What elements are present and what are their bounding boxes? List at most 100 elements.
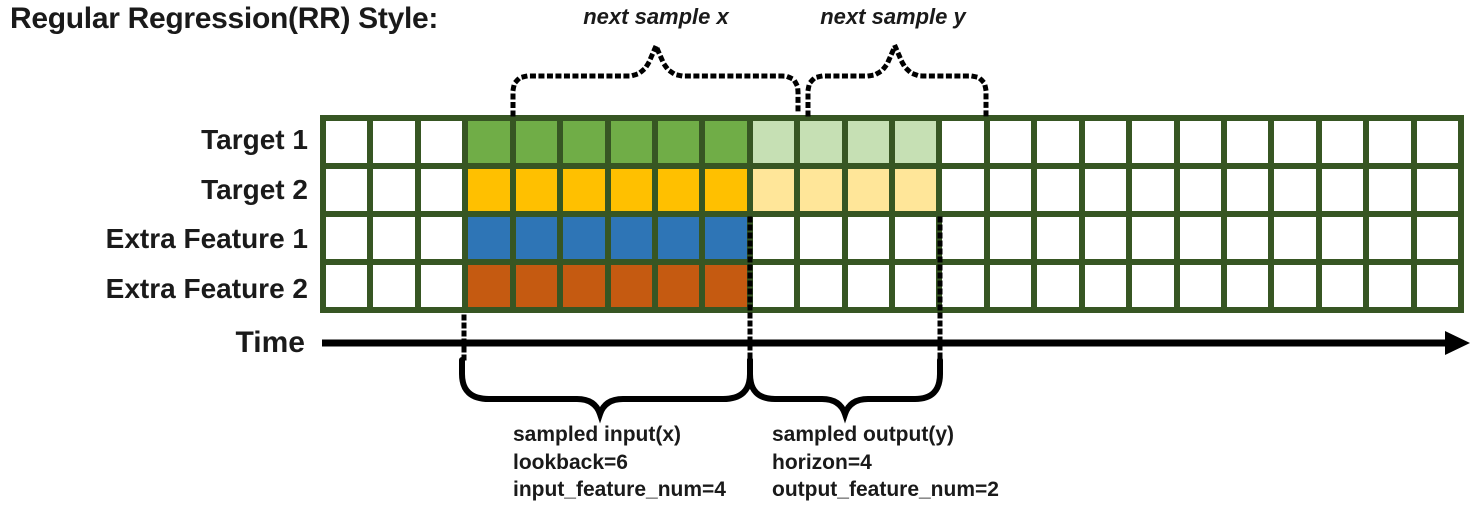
grid-cell <box>1132 121 1174 163</box>
grid-cell <box>563 217 605 259</box>
grid-cell <box>942 169 984 211</box>
grid-cell <box>373 217 415 259</box>
grid-cell <box>895 121 937 163</box>
grid-cell <box>373 265 415 307</box>
grid-cell <box>847 265 889 307</box>
grid-cell <box>847 169 889 211</box>
grid-cell <box>752 121 795 163</box>
grid-cell <box>1037 217 1079 259</box>
row-label-extra-feature-2: Extra Feature 2 <box>105 272 308 304</box>
grid-cell <box>1084 121 1127 163</box>
grid-cell <box>610 169 652 211</box>
grid-cell <box>610 217 652 259</box>
sampled-input-brace <box>459 357 753 424</box>
grid-cell <box>1037 265 1079 307</box>
grid-cell <box>942 265 984 307</box>
grid-cell <box>468 169 510 211</box>
grid-cell <box>752 169 795 211</box>
grid-cell <box>1037 121 1079 163</box>
row-label-target-2: Target 2 <box>201 173 308 205</box>
grid-cell <box>1416 121 1458 163</box>
grid-cell <box>373 121 415 163</box>
grid-cell <box>1369 169 1411 211</box>
grid-cell <box>468 121 510 163</box>
grid-cell <box>752 217 795 259</box>
grid-cell <box>563 169 605 211</box>
grid-cell <box>1321 169 1364 211</box>
grid-cell <box>515 169 558 211</box>
grid-cell <box>1179 217 1221 259</box>
grid-cell <box>1037 169 1079 211</box>
grid-cell <box>1132 169 1174 211</box>
grid-cell <box>326 265 368 307</box>
grid-cell <box>1226 169 1269 211</box>
grid-cell <box>657 265 700 307</box>
lookback-value: lookback=6 <box>513 450 628 474</box>
grid-cell <box>1416 217 1458 259</box>
grid-cell <box>705 217 747 259</box>
grid-cell <box>1274 169 1316 211</box>
grid-cell <box>1084 217 1127 259</box>
grid-cell <box>705 265 747 307</box>
grid-cell <box>1226 217 1269 259</box>
grid-cell <box>1321 121 1364 163</box>
grid-cell <box>657 217 700 259</box>
grid-cell <box>1179 121 1221 163</box>
grid-cell <box>326 169 368 211</box>
output-feature-num: output_feature_num=2 <box>772 478 999 501</box>
grid-cell <box>895 169 937 211</box>
grid-cell <box>563 265 605 307</box>
grid-cell <box>989 121 1032 163</box>
grid-cell <box>657 121 700 163</box>
grid-cell <box>468 217 510 259</box>
grid-cell <box>420 265 463 307</box>
grid-cell <box>1369 121 1411 163</box>
next-sample-y-label: next sample y <box>820 4 966 29</box>
grid-cell <box>1132 265 1174 307</box>
grid-cell <box>800 265 842 307</box>
grid-cell <box>515 121 558 163</box>
next-sample-y-brace <box>805 39 989 117</box>
grid-cell <box>1369 265 1411 307</box>
grid-cell <box>1416 265 1458 307</box>
grid-cell <box>1226 265 1269 307</box>
row-label-extra-feature-1: Extra Feature 1 <box>105 222 308 254</box>
grid-cell <box>752 265 795 307</box>
grid-cell <box>1132 217 1174 259</box>
grid-cell <box>1321 265 1364 307</box>
sampled-output-title: sampled output(y) <box>772 423 954 446</box>
grid-cell <box>610 121 652 163</box>
grid-cell <box>563 121 605 163</box>
grid-cell <box>847 121 889 163</box>
grid-cell <box>515 217 558 259</box>
grid-cell <box>800 121 842 163</box>
grid-cell <box>1321 217 1364 259</box>
row-label-target-1: Target 1 <box>201 123 308 155</box>
sampled-input-title: sampled input(x) <box>513 423 682 446</box>
page-title: Regular Regression(RR) Style: <box>10 2 439 35</box>
grid-cell <box>373 169 415 211</box>
grid-cell <box>800 217 842 259</box>
grid-cell <box>847 217 889 259</box>
grid-cell <box>705 169 747 211</box>
grid-cell <box>515 265 558 307</box>
next-sample-x-brace <box>510 39 801 117</box>
grid-cell <box>1416 169 1458 211</box>
grid-cell <box>1369 217 1411 259</box>
grid-cell <box>420 169 463 211</box>
sample-grid <box>320 115 1464 313</box>
sampled-output-brace <box>747 357 943 424</box>
grid-cell <box>942 217 984 259</box>
grid-cell <box>989 169 1032 211</box>
grid-cell <box>1274 121 1316 163</box>
grid-cell <box>1084 169 1127 211</box>
grid-cell <box>610 265 652 307</box>
time-axis-label: Time <box>235 326 305 359</box>
horizon-value: horizon=4 <box>772 450 872 474</box>
grid-cell <box>1274 217 1316 259</box>
time-arrow-head <box>1445 331 1470 355</box>
grid-cell <box>1274 265 1316 307</box>
grid-cell <box>800 169 842 211</box>
grid-cell <box>942 121 984 163</box>
grid-cell <box>895 265 937 307</box>
